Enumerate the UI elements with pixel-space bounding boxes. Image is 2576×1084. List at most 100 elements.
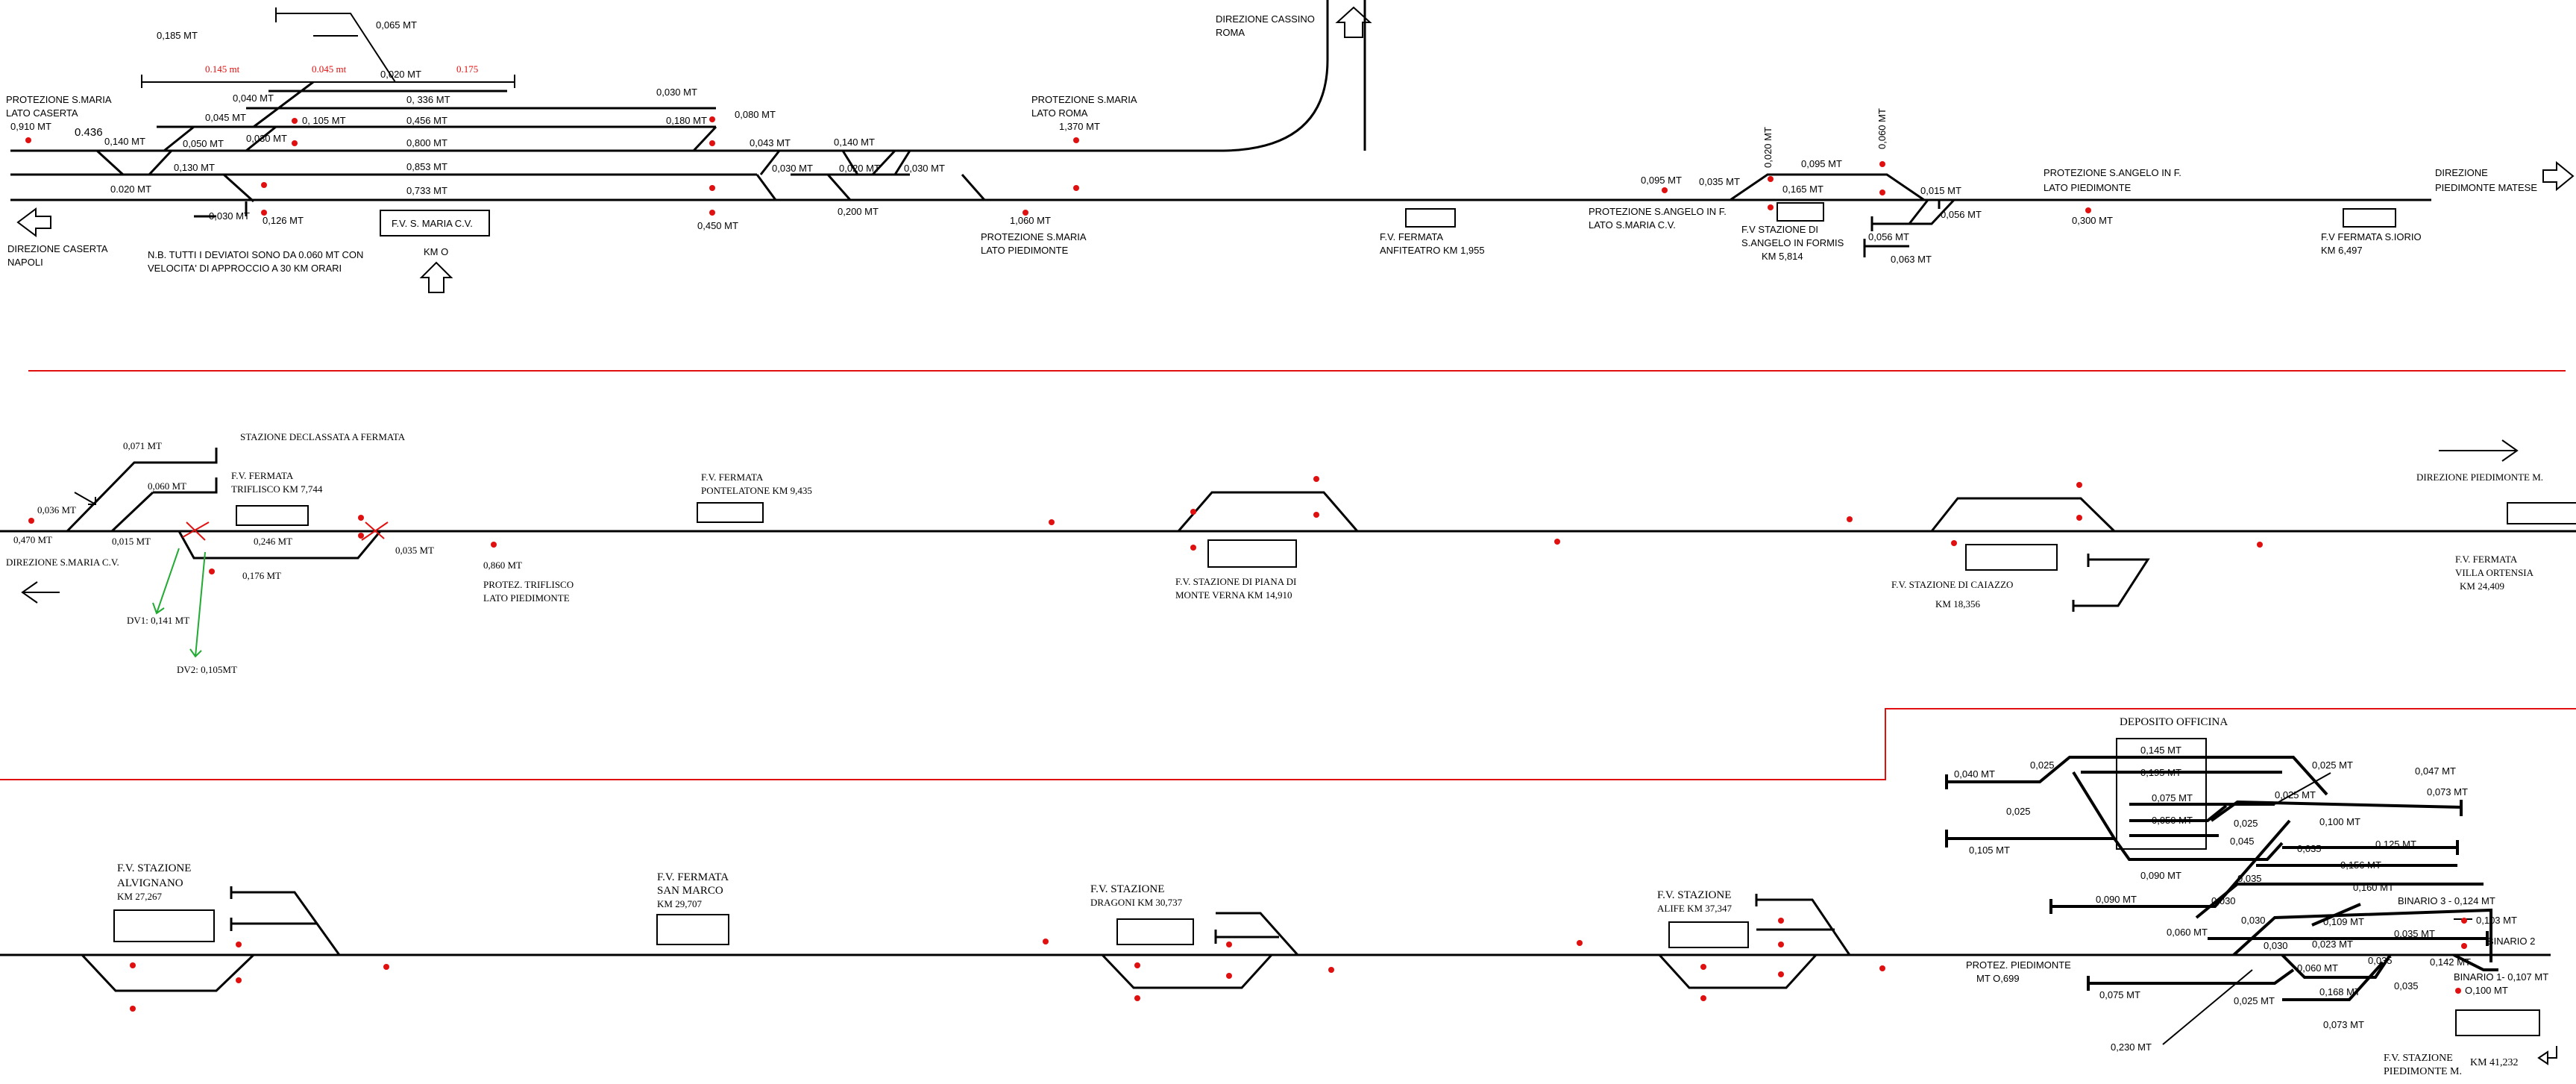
yard-track	[2051, 819, 2291, 908]
label: 0,126 MT	[263, 215, 304, 226]
label: 0,035 MT	[2394, 928, 2435, 939]
label: SAN MARCO	[657, 885, 723, 897]
signal-dot	[1577, 940, 1583, 946]
signal-dot	[1554, 539, 1560, 545]
label: 0,160 MT	[2353, 882, 2394, 893]
track-left-stub	[194, 201, 248, 218]
station-box-pontelatone	[697, 502, 764, 523]
label: F.V. S. MARIA C.V.	[392, 218, 473, 229]
yard-track	[2281, 953, 2392, 979]
track-caiazzo-loop	[1930, 497, 2116, 533]
label: 0,030 MT	[904, 163, 945, 174]
label: F.V. STAZIONE DI CAIAZZO	[1891, 579, 2013, 590]
label: 0, 336 MT	[406, 94, 450, 105]
label: 0,035 MT	[395, 545, 434, 556]
label: 0,060 MT	[2297, 962, 2338, 974]
signal-dot	[2076, 482, 2082, 488]
label: BINARIO 1- 0,107 MT	[2454, 971, 2548, 983]
label: NAPOLI	[7, 257, 43, 268]
yard-track	[2129, 804, 2228, 822]
label: 0,056 MT	[1941, 209, 1982, 220]
station-box-sanmarco	[656, 914, 729, 945]
signal-dot	[1778, 971, 1784, 977]
label: KM 18,356	[1935, 598, 1980, 610]
deposito-box	[2116, 738, 2207, 850]
track-alife-spurs	[1755, 894, 1851, 956]
signal-dot	[1700, 995, 1706, 1001]
arrow-left-icon-caserta	[16, 207, 51, 237]
label: 0,156 MT	[2340, 859, 2381, 871]
track-alvignano-spurs	[230, 886, 341, 956]
label: 0,035	[2237, 873, 2262, 884]
label: F.V. FERMATA	[2455, 554, 2518, 565]
labels-section-2: STAZIONE DECLASSATA A FERMATA 0,071 MT 0…	[6, 431, 2543, 675]
label: 0,095 MT	[1641, 175, 1682, 186]
signal-dot	[261, 210, 267, 216]
label: DIREZIONE S.MARIA C.V.	[6, 557, 119, 568]
signal-dot	[209, 568, 215, 574]
signal-dot	[1778, 918, 1784, 924]
label: TRIFLISCO KM 7,744	[231, 483, 323, 495]
label: KM 5,814	[1762, 251, 1803, 262]
signal-dot	[709, 140, 715, 146]
label: 0,020 MT	[380, 69, 421, 80]
label: DIREZIONE PIEDIMONTE M.	[2416, 471, 2543, 483]
label: F.V. STAZIONE	[117, 862, 191, 874]
signal-dot	[236, 977, 242, 983]
label: 0,035	[2394, 980, 2419, 991]
signal-dot	[709, 185, 715, 191]
label: O,100 MT	[2465, 985, 2508, 996]
label: 0,853 MT	[406, 161, 447, 172]
station-box-piedimonte	[2455, 1009, 2540, 1036]
section-separator-2	[0, 708, 2576, 780]
signal-dot	[1313, 512, 1319, 518]
station-box-piana	[1207, 539, 1297, 568]
label: PROTEZIONE S.MARIA	[981, 231, 1087, 242]
label: 0,142 MT	[2430, 956, 2471, 968]
label: 0,200 MT	[838, 206, 879, 217]
label: 0,025	[2030, 759, 2055, 771]
label: 0,030 MT	[656, 87, 697, 98]
label: 0,075 MT	[2099, 989, 2140, 1000]
label: 0,168 MT	[2319, 986, 2360, 997]
label: 0,230 MT	[2111, 1041, 2152, 1053]
labels-section-1: 0,065 MT 0,185 MT 0.145 mt 0.045 mt 0,02…	[6, 13, 2537, 274]
label: KM 29,707	[657, 898, 702, 909]
station-box-dragoni	[1116, 918, 1194, 945]
label: 0,020 MT	[839, 163, 880, 174]
label: 0,109 MT	[2323, 916, 2364, 927]
label: 0,025 MT	[2275, 789, 2316, 801]
label: 0,035	[2297, 843, 2322, 854]
label: LATO CASERTA	[6, 107, 78, 119]
yard-track	[2453, 953, 2498, 971]
label: 0,030 MT	[772, 163, 813, 174]
label: 0,047 MT	[2415, 765, 2456, 777]
label: 0,043 MT	[750, 137, 791, 148]
label: F.V STAZIONE DI	[1741, 224, 1818, 235]
label: 0,246 MT	[254, 536, 292, 547]
label: F.V. FERMATA	[231, 470, 294, 481]
signal-dot	[1134, 995, 1140, 1001]
station-box-ortensia	[2507, 502, 2576, 524]
label: KM 27,267	[117, 891, 162, 902]
signal-dot	[1226, 973, 1232, 979]
label: 0,015 MT	[1920, 185, 1961, 196]
label: 1,370 MT	[1059, 121, 1100, 132]
yard-piedimonte	[1945, 738, 2557, 1065]
label: 0.175	[456, 63, 478, 75]
signal-dot	[709, 116, 715, 122]
label: PROTEZIONE S.MARIA	[6, 94, 112, 105]
label: 0.020 MT	[110, 184, 151, 195]
signal-dot	[25, 137, 31, 143]
signal-dot	[1847, 516, 1853, 522]
label: 0,030	[2241, 915, 2266, 926]
track-main-1	[10, 0, 1329, 152]
section-triflisco-villa-ortensia: STAZIONE DECLASSATA A FERMATA 0,071 MT 0…	[0, 431, 2576, 675]
cross-mark-icon-1	[182, 521, 210, 541]
signal-dot	[28, 518, 34, 524]
section-alvignano-piedimonte: F.V. STAZIONE ALVIGNANO KM 27,267 F.V. F…	[0, 716, 2557, 1077]
label: 0,090 MT	[2140, 870, 2181, 881]
yard-track	[2282, 840, 2459, 855]
signal-dot	[130, 962, 136, 968]
